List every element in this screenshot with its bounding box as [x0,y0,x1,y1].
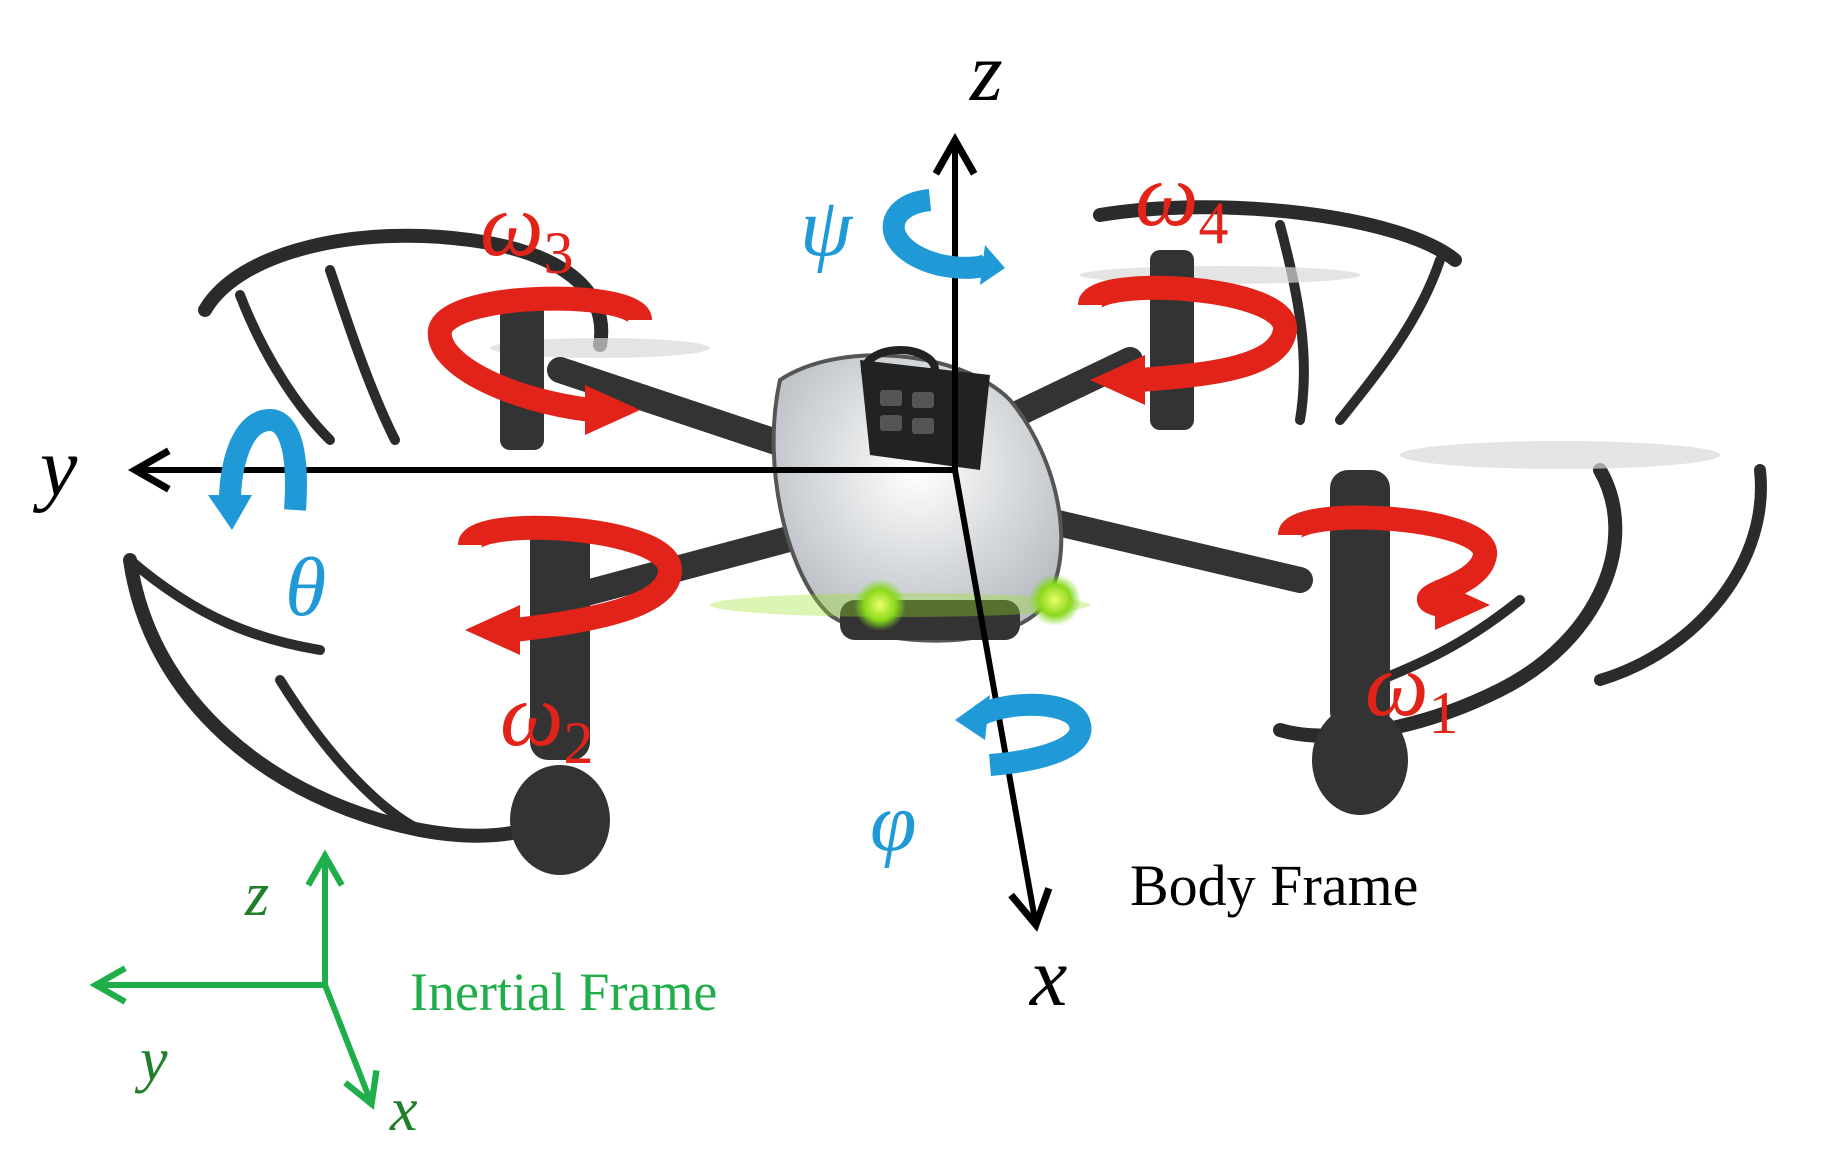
inertial-frame-label: Inertial Frame [410,962,717,1022]
body-frame-axes [127,132,1053,932]
rotor-1-spin-arrow [1278,505,1497,630]
rotor-1-label: ω1 [1365,636,1459,746]
inertial-z-label: z [244,861,269,929]
pitch-label: θ [285,541,326,634]
inertial-frame-axes [89,849,380,1110]
roll-label: φ [870,776,916,869]
inertial-x-axis [322,983,380,1110]
body-z-label: z [969,26,1003,119]
rotor-speed-labels: ω1 ω2 ω3 ω4 [480,146,1459,776]
rotor-4-label: ω4 [1135,146,1229,256]
inertial-y-label: y [134,1026,168,1094]
rotor-3-label: ω3 [480,176,574,286]
rotor-2-spin-arrow [458,515,683,655]
pitch-rotation-arrow [208,408,307,530]
prop-guard-rear-right [1093,200,1462,267]
rotor-2-label: ω2 [500,666,594,776]
rotor-arrows [427,275,1497,655]
yaw-rotation-arrow [882,189,1005,285]
body-x-label: x [1028,931,1067,1024]
body-y-label: y [32,421,78,514]
rotor-4-spin-arrow [1078,275,1297,405]
rotor-3-spin-arrow [427,286,652,435]
inertial-x-label: x [389,1076,418,1144]
drone-illustration [123,200,1767,875]
yaw-label: ψ [800,181,854,274]
body-frame-label: Body Frame [1130,853,1418,918]
rotation-arrows [208,189,1092,776]
body-x-axis [952,469,1053,932]
roll-rotation-arrow [955,693,1092,776]
